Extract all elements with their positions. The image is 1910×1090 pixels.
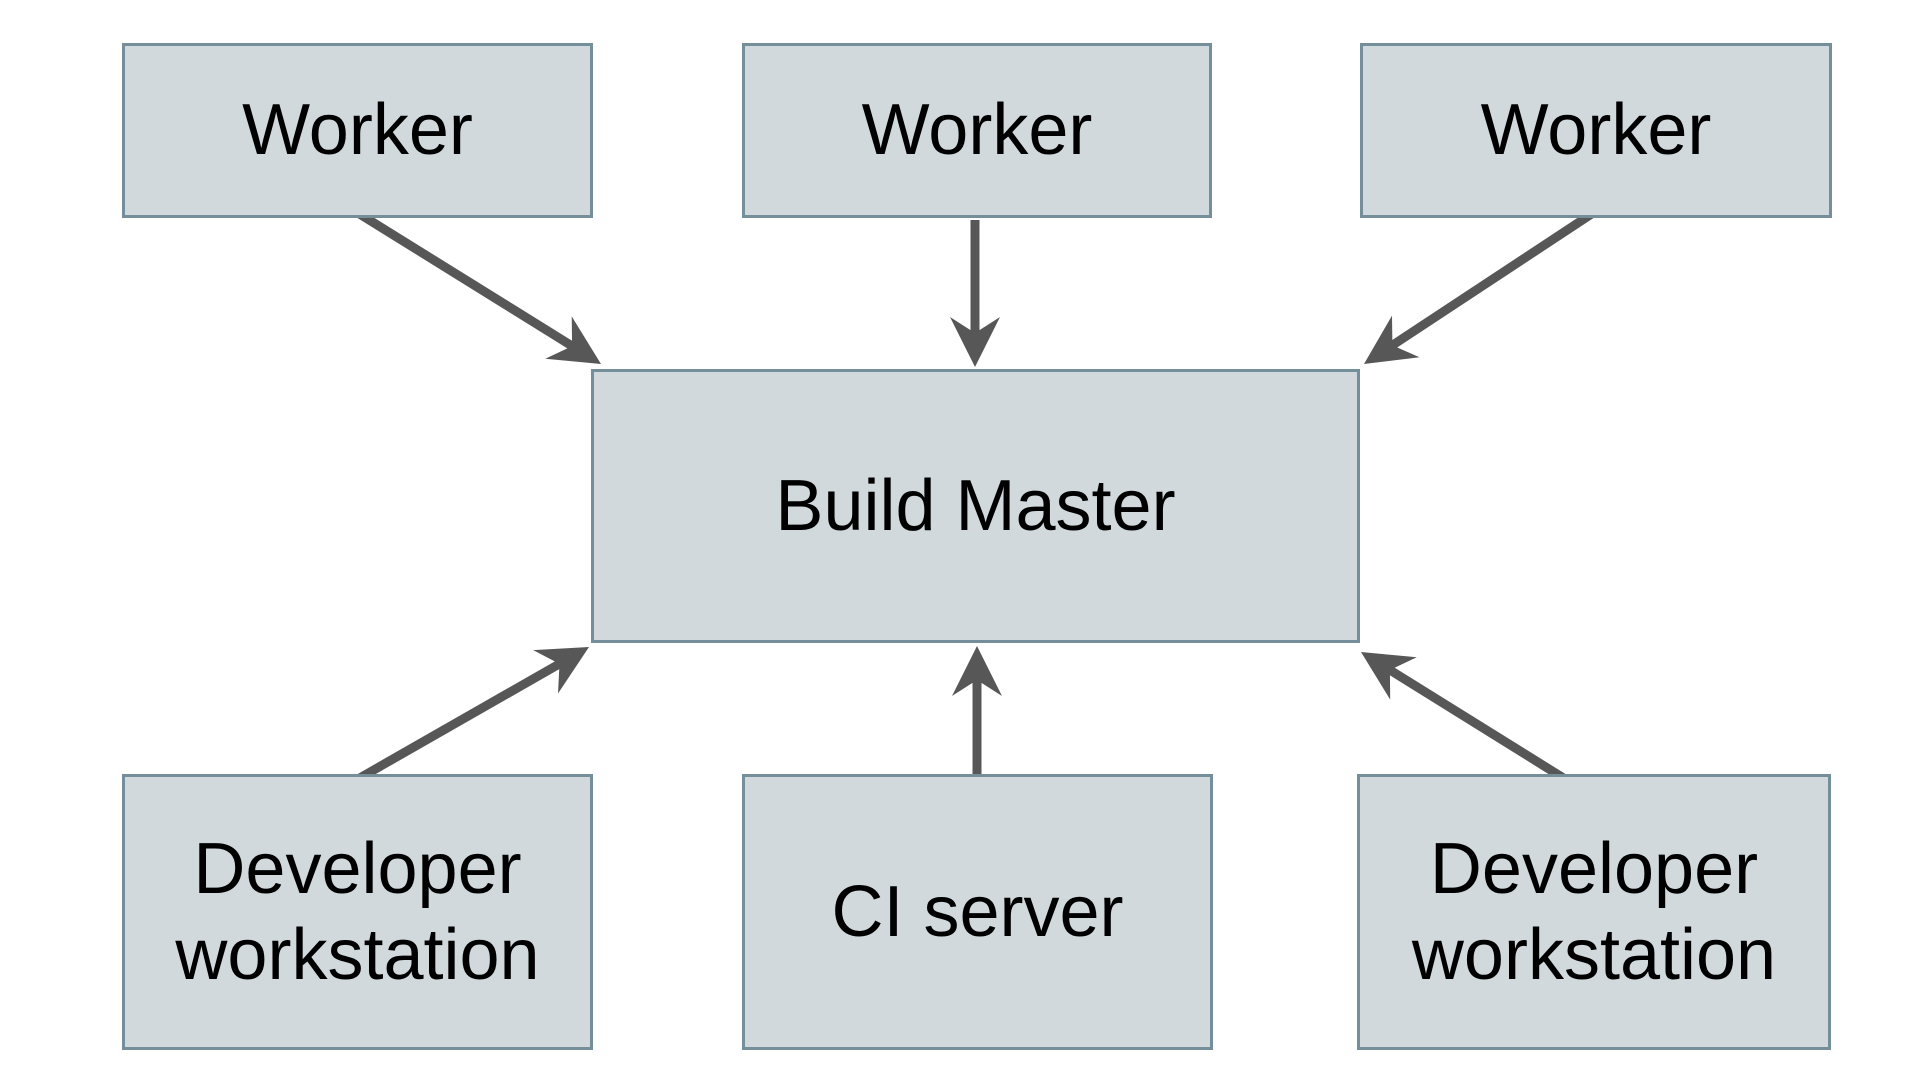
node-label: CI server — [831, 871, 1124, 952]
node-worker-3: Worker — [1360, 43, 1832, 218]
node-label: Worker — [861, 90, 1093, 171]
arrow-dev-workstation-2-to-build-master — [1361, 652, 1568, 783]
node-label: Developer workstation — [1411, 828, 1777, 995]
arrow-dev-workstation-1-to-build-master — [355, 647, 589, 783]
node-worker-2: Worker — [742, 43, 1212, 218]
node-label: Worker — [242, 90, 473, 171]
node-worker-1: Worker — [122, 43, 593, 218]
node-ci-server: CI server — [742, 774, 1213, 1050]
node-label: Developer workstation — [175, 828, 540, 995]
node-developer-workstation-1: Developer workstation — [122, 774, 593, 1050]
node-build-master: Build Master — [591, 369, 1360, 643]
node-developer-workstation-2: Developer workstation — [1357, 774, 1831, 1050]
arrow-worker-1-to-build-master — [355, 209, 601, 364]
node-label: Worker — [1480, 90, 1712, 171]
node-label: Build Master — [775, 465, 1176, 546]
arrow-worker-3-to-build-master — [1364, 209, 1596, 364]
arrow-ci-server-to-build-master — [952, 646, 1002, 777]
arrow-worker-2-to-build-master — [950, 220, 1000, 367]
